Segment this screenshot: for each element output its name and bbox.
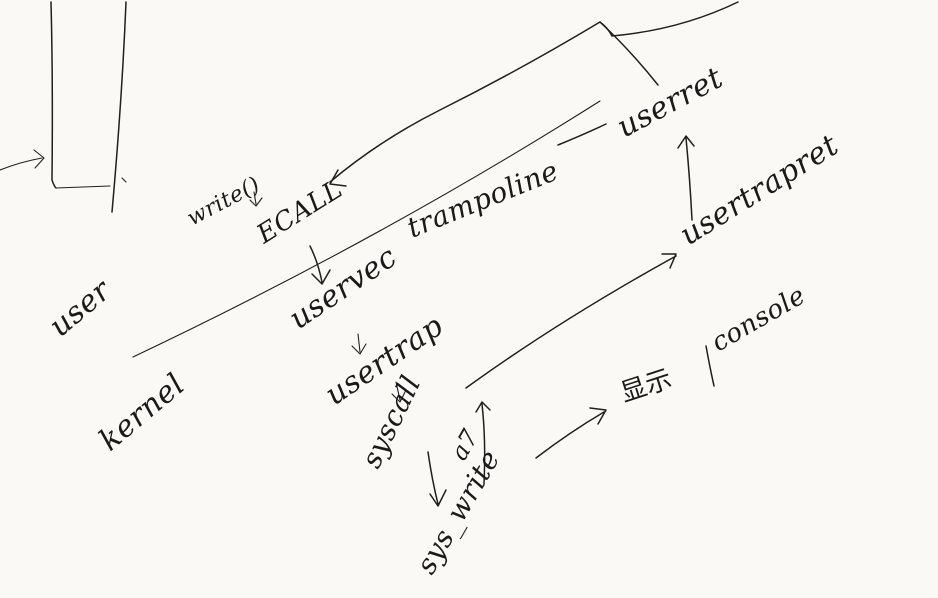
box-left-edge — [50, 1, 57, 189]
a7-return-arrow — [475, 401, 491, 485]
usertrap-to-syscall-arrow — [391, 381, 407, 403]
ecall-to-uservec-arrow — [309, 245, 331, 285]
user-kernel-divider-line — [132, 100, 601, 358]
write-to-ecall-arrow — [249, 191, 263, 207]
trampoline-userret-dash — [557, 123, 607, 146]
entry-arrow — [0, 149, 45, 171]
usertrapret-label: usertrapret — [674, 128, 846, 253]
display-console-divider — [705, 345, 715, 387]
box-small-mark — [121, 177, 127, 183]
return-arrow-head — [329, 169, 347, 187]
box-bottom-edge — [55, 185, 111, 189]
userret-label: userret — [611, 60, 729, 145]
userret-bracket — [599, 21, 659, 86]
uservec-label: uservec — [283, 239, 404, 336]
uservec-to-usertrap-arrow — [351, 333, 367, 355]
sys-write-label: sys_write — [409, 444, 506, 579]
return-path-curve — [329, 1, 739, 183]
trampoline-label: trampoline — [402, 154, 563, 245]
user-label: user — [43, 272, 119, 344]
usertrapret-to-userret-arrow — [677, 135, 695, 221]
syswrite-to-display-arrow — [535, 407, 607, 459]
kernel-label: kernel — [93, 367, 192, 458]
ecall-label: ECALL — [251, 174, 348, 250]
display-label: 显示 — [617, 364, 676, 409]
syscall-to-usertrapret-arrow — [465, 253, 677, 389]
console-label: console — [707, 280, 811, 358]
box-right-edge — [111, 1, 127, 213]
syscall-to-syswrite-arrow — [427, 451, 447, 507]
